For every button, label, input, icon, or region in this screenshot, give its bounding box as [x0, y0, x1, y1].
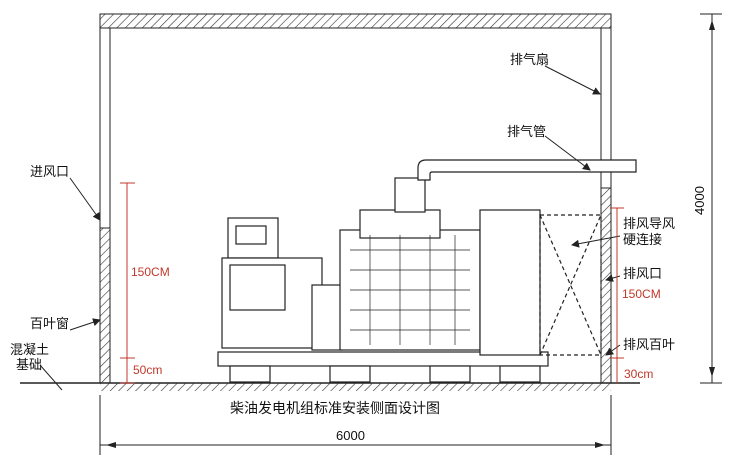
dim-outlet-base: 30cm	[624, 367, 653, 381]
duct-diag-2	[539, 214, 602, 356]
label-louver-window: 百叶窗	[30, 316, 69, 332]
duct-diag-1	[539, 214, 602, 356]
base-foot-1	[229, 365, 271, 383]
left-wall-upper	[99, 27, 111, 229]
engine-top	[359, 209, 441, 239]
dim-outlet-height: 150CM	[622, 287, 661, 301]
engine-detail	[350, 235, 470, 345]
floor-hatch	[100, 383, 611, 391]
width-arrow-right	[595, 442, 605, 448]
label-concrete-line2: 基础	[16, 358, 42, 373]
alternator-cover	[229, 264, 286, 311]
generator-set	[217, 177, 602, 383]
dim-room-width: 6000	[336, 428, 365, 443]
ceiling-slab	[99, 13, 612, 29]
leader-lines	[39, 65, 621, 391]
exhaust-pipe	[417, 159, 637, 181]
radiator	[479, 209, 541, 356]
label-exhaust-fan: 排气扇	[510, 52, 549, 68]
base-foot-2	[329, 365, 371, 383]
dim-inlet-height: 150CM	[131, 265, 170, 279]
base-foot-4	[499, 365, 541, 383]
label-duct-line1: 排风导风	[623, 217, 675, 232]
red-dimensions	[120, 182, 624, 384]
label-air-inlet: 进风口	[30, 165, 69, 180]
width-arrow-left	[106, 442, 116, 448]
dim-inlet-base: 50cm	[133, 363, 162, 377]
base-frame	[217, 351, 549, 367]
label-exhaust-pipe: 排气管	[507, 124, 546, 140]
dim-room-height: 4000	[692, 186, 707, 215]
label-concrete-line1: 混凝土	[10, 342, 49, 358]
height-arrow-bottom	[709, 367, 715, 377]
diagram-title: 柴油发电机组标准安装侧面设计图	[230, 401, 440, 417]
coupling	[311, 284, 343, 351]
label-exhaust-outlet: 排风口	[623, 267, 662, 282]
height-arrow-top	[709, 20, 715, 30]
left-louver-wall	[99, 227, 111, 384]
right-louver-wall	[600, 187, 612, 384]
label-duct-line2: 硬连接	[623, 232, 662, 248]
overall-dimensions	[99, 13, 722, 455]
radiator-duct	[539, 214, 602, 356]
base-foot-3	[429, 365, 471, 383]
control-display	[235, 225, 267, 245]
turbo	[394, 177, 426, 213]
label-exhaust-louver: 排风百叶	[623, 338, 675, 353]
